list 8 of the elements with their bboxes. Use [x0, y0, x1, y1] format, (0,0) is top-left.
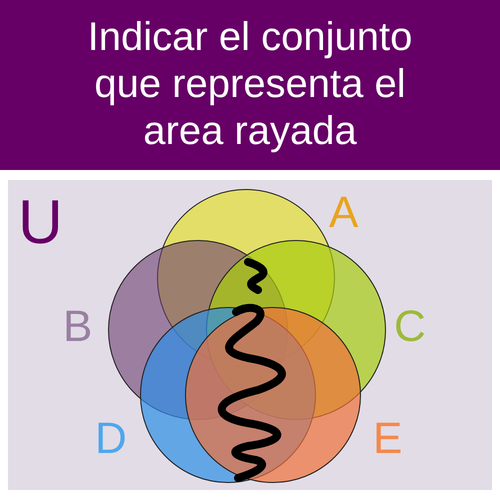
universe-rectangle	[8, 180, 492, 490]
title: Indicar el conjunto que representa el area rayada	[86, 14, 414, 155]
set-label: U	[18, 190, 63, 256]
set-label: A	[329, 189, 358, 237]
set-label: B	[63, 303, 92, 351]
set-label: E	[373, 415, 402, 463]
set-label: D	[95, 415, 127, 463]
set-label: C	[394, 303, 426, 351]
